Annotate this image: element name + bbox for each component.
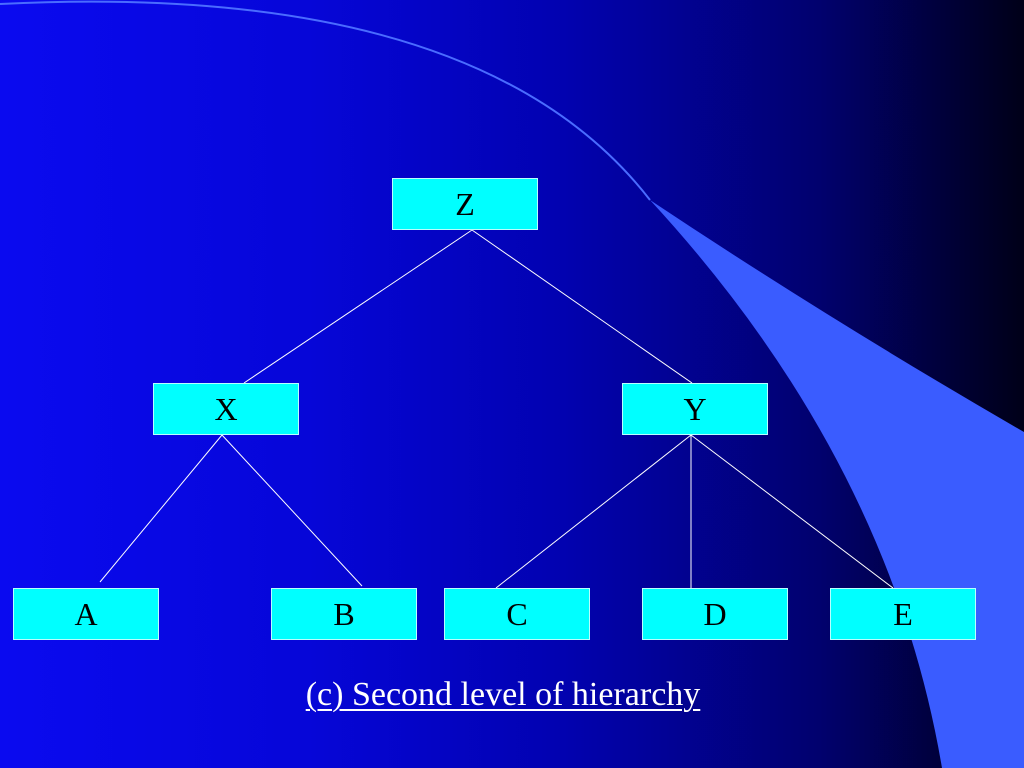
edge-z-x — [243, 229, 473, 384]
connectors — [99, 229, 894, 589]
swoosh-arc — [0, 0, 651, 201]
edge-y-c — [495, 434, 692, 589]
edge-z-y — [471, 229, 693, 384]
node-c: C — [444, 588, 590, 640]
diagram-caption: (c) Second level of hierarchy — [305, 676, 701, 713]
node-e: E — [830, 588, 976, 640]
node-z: Z — [392, 178, 538, 230]
node-b: B — [271, 588, 417, 640]
node-d: D — [642, 588, 788, 640]
node-x: X — [153, 383, 299, 435]
node-a: A — [13, 588, 159, 640]
edge-y-e — [690, 434, 894, 589]
node-y: Y — [622, 383, 768, 435]
edge-x-b — [221, 434, 363, 587]
edge-x-a — [99, 434, 223, 583]
